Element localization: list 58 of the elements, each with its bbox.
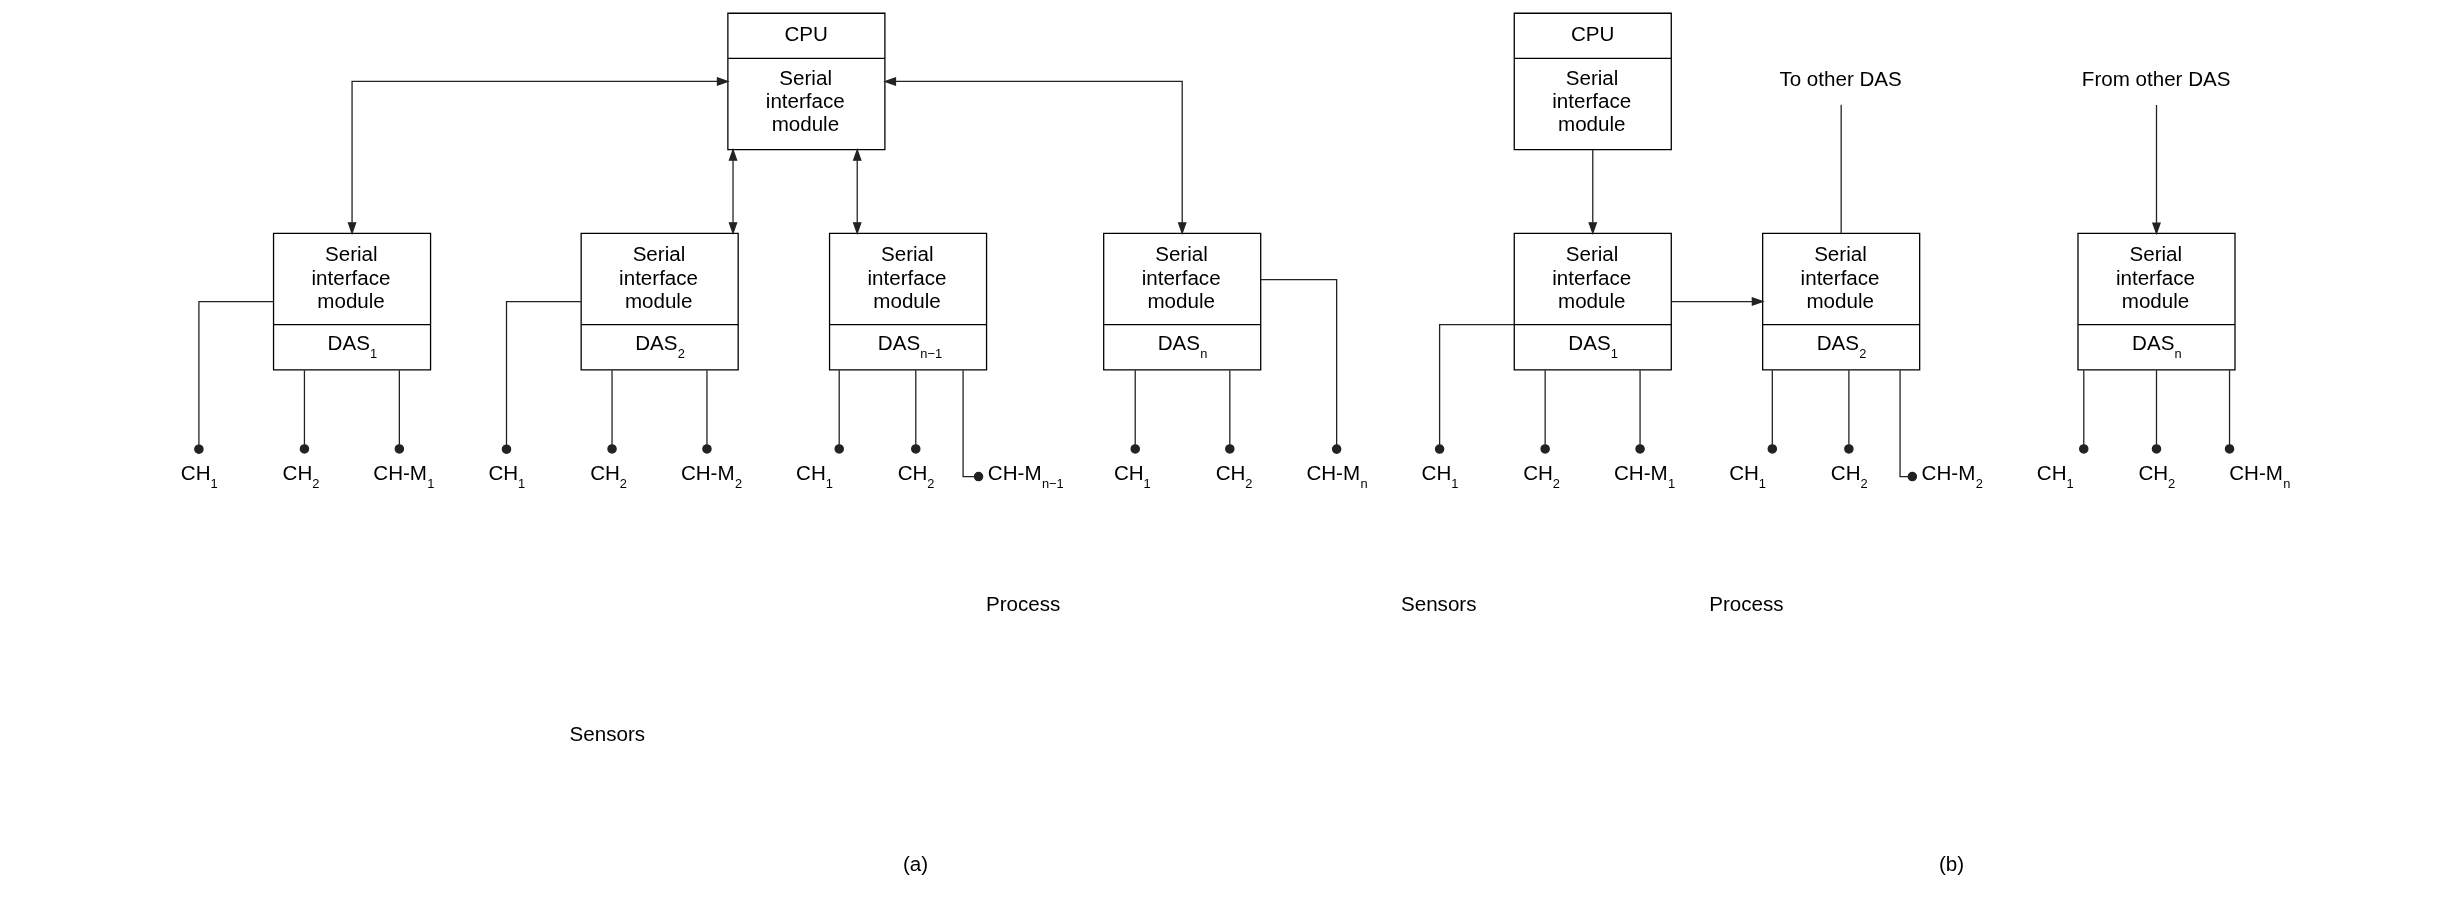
node-text: CH$_{2}$ [589, 461, 627, 491]
connector [701, 369, 712, 454]
connector [1129, 369, 1140, 454]
node-text: CH$_{2}$ [1830, 461, 1868, 491]
node-text: CH-M$_{2}$ [680, 461, 742, 491]
label: Sensors [569, 722, 645, 746]
connector [1539, 369, 1550, 454]
node-text: CH-M$_{1}$ [1613, 461, 1675, 491]
node-text: CH$_{1}$ [1728, 461, 1766, 491]
connector [394, 369, 404, 454]
connector [1259, 279, 1341, 454]
node-text: CH$_{2}$ [2137, 461, 2175, 491]
arrow [728, 147, 738, 236]
connector [1224, 369, 1235, 454]
label: Sensors [1400, 592, 1476, 616]
connector [606, 369, 617, 454]
connector [2224, 369, 2234, 454]
arrow [852, 147, 862, 236]
node-text: CH-M$_{n}$ [2228, 461, 2290, 491]
node-text: CH$_{1}$ [1113, 461, 1151, 491]
connector [2151, 369, 2161, 454]
connector [1898, 369, 1917, 482]
connector [910, 369, 921, 454]
node-text: CH$_{1}$ [2036, 461, 2074, 491]
arrow [2151, 104, 2161, 236]
connector [961, 369, 983, 482]
node-text: CH-M$_{n}$ [1305, 461, 1368, 491]
connector [833, 369, 844, 454]
connector [193, 300, 274, 454]
label: Process [1708, 592, 1784, 616]
node-text: CH$_{2}$ [897, 461, 935, 491]
node-text: CH$_{1}$ [795, 461, 833, 491]
arrow [347, 76, 730, 236]
node-text: CH$_{1}$ [180, 461, 218, 491]
node-text: CH$_{1}$ [487, 461, 525, 491]
label: (b) [1938, 852, 1964, 876]
arrow [882, 76, 1187, 236]
connector [1634, 369, 1645, 454]
connector [299, 369, 309, 454]
node-text: CH$_{1}$ [1421, 461, 1458, 491]
node-text: From other DAS [2081, 67, 2231, 91]
connector [501, 300, 581, 454]
connector [1767, 369, 1777, 454]
node-text: To other DAS [1778, 67, 1902, 91]
arrow [1670, 297, 1765, 307]
node-text: CH-M$_{2}$ [1921, 461, 1983, 491]
node-text: CH$_{2}$ [1215, 461, 1252, 491]
node-text: CH-M$_{n−1}$ [987, 461, 1064, 491]
node-text: CH$_{2}$ [282, 461, 319, 491]
arrow [1587, 149, 1597, 236]
connector [1840, 104, 1842, 234]
node-text: CH-M$_{1}$ [372, 461, 435, 491]
connector [2078, 369, 2089, 454]
connector [1434, 324, 1515, 454]
connector [1843, 369, 1854, 454]
node-text: CH$_{2}$ [1522, 461, 1560, 491]
label: (a) [902, 852, 928, 876]
label: Process [985, 592, 1060, 616]
